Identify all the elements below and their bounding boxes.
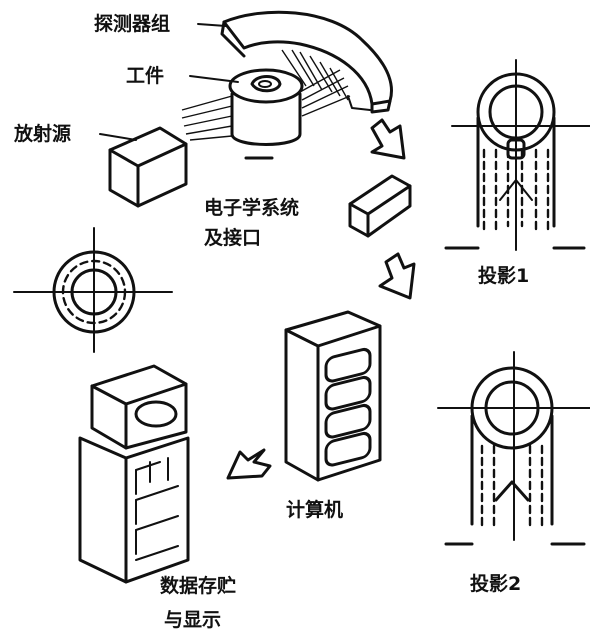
storage-terminal [78, 364, 190, 584]
storage-label-line2: 与显示 [164, 609, 221, 631]
storage-label-line1: 数据存贮 [160, 574, 236, 597]
radiation-source-box [108, 126, 188, 208]
projection1-figure [444, 59, 590, 251]
computer-cabinet [284, 310, 382, 482]
arrow-to-storage [226, 448, 272, 480]
detector-leader-line [197, 23, 227, 27]
arrow-to-computer [378, 252, 416, 300]
radiation-source-label: 放射源 [13, 122, 71, 145]
reconstructed-ring [13, 227, 173, 353]
projection1-label: 投影1 [478, 264, 529, 287]
projection2-figure [437, 351, 590, 546]
workpiece-label: 工件 [126, 64, 164, 87]
electronics-label-line1: 电子学系统 [204, 196, 299, 219]
arrow-to-electronics [370, 118, 406, 160]
detector-group-label: 探测器组 [94, 12, 170, 35]
source-leader-line [99, 133, 137, 141]
workpiece-cylinder [181, 68, 351, 160]
projection2-label: 投影2 [470, 572, 521, 595]
electronics-label-line2: 及接口 [204, 227, 261, 249]
workpiece-leader-line [189, 75, 239, 83]
electronics-block [348, 174, 412, 238]
computer-label: 计算机 [286, 498, 343, 521]
